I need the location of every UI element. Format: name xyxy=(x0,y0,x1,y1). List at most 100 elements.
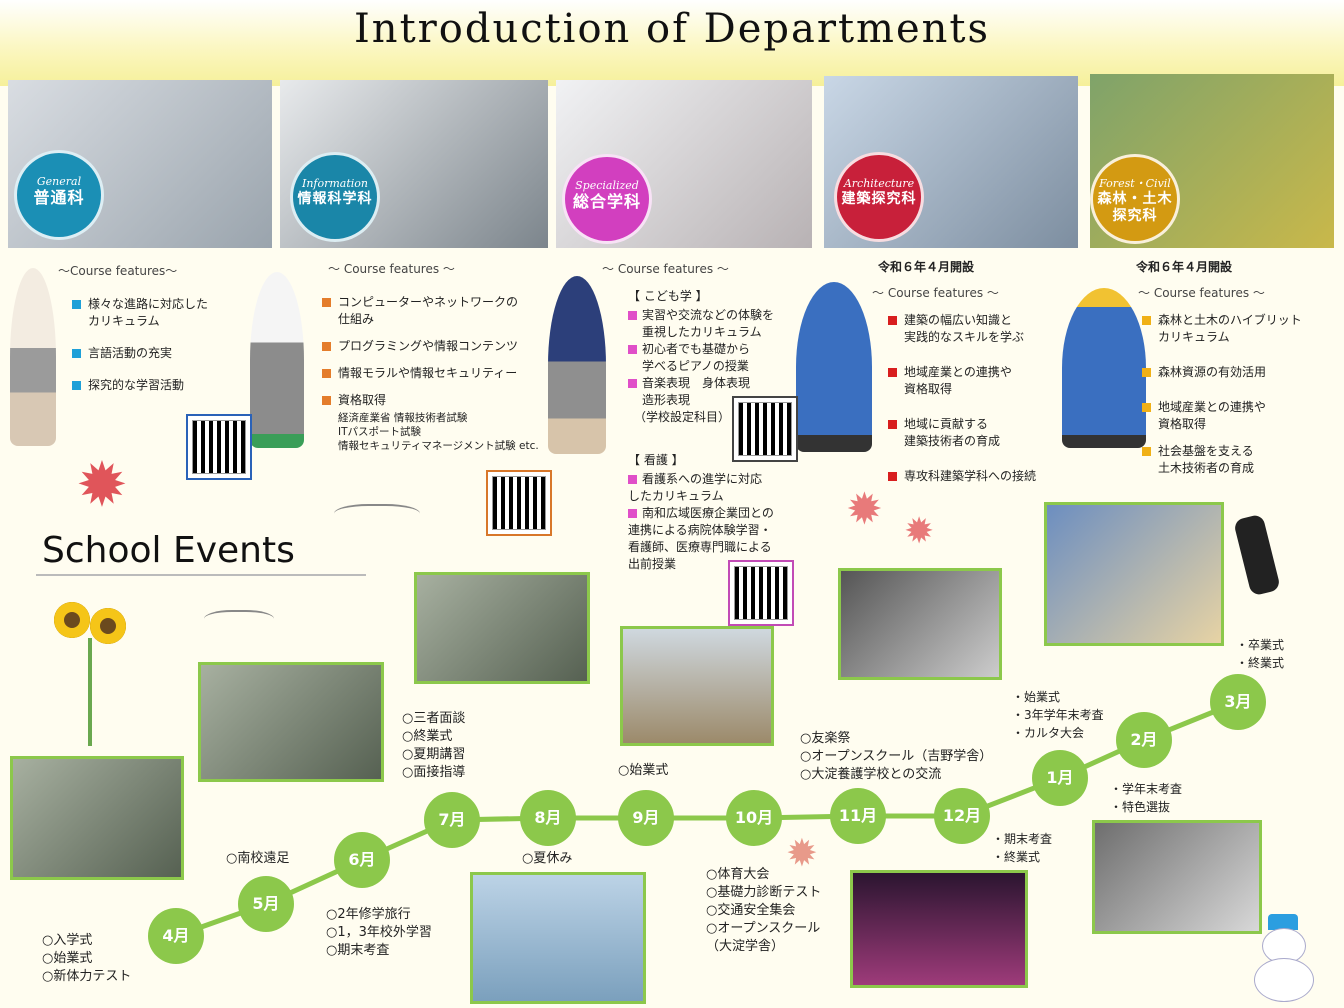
features-title-general: ～Course features～ xyxy=(58,264,178,278)
feature-item: 言語活動の充実 xyxy=(72,345,242,362)
sunflower-head-icon xyxy=(90,608,126,644)
sunflower-head-icon xyxy=(54,602,90,638)
feature-text: 実習や交流などの体験を 重視したカリキュラム xyxy=(642,308,775,339)
feature-item: 森林と土木のハイブリット カリキュラム xyxy=(1142,312,1332,346)
opening-date-architecture: 令和６年４月開設 xyxy=(878,260,975,274)
features-list-nursing: 【 看護 】 看護系への進学に対応 したカリキュラム 南和広域医療企業団との 連… xyxy=(628,452,798,573)
month-node-mar: 3月 xyxy=(1210,674,1266,730)
month-node-aug: 8月 xyxy=(520,790,576,846)
feature-text: 初心者でも基礎から 学べるピアノの授業 xyxy=(642,342,751,373)
features-list-general: 様々な進路に対応した カリキュラム 言語活動の充実 探究的な学習活動 xyxy=(72,296,242,409)
month-node-sep: 9月 xyxy=(618,790,674,846)
dragonfly-icon xyxy=(334,504,420,528)
feature-item: 地域産業との連携や 資格取得 xyxy=(888,364,1068,398)
feature-text: プログラミングや情報コンテンツ xyxy=(338,339,519,353)
badge-en: Specialized xyxy=(575,179,639,192)
features-title-specialized: ～ Course features ～ xyxy=(602,262,729,276)
bullet-icon xyxy=(628,311,637,320)
snowman-body-icon xyxy=(1254,958,1314,1002)
month-node-jan: 1月 xyxy=(1032,750,1088,806)
event-photo-entrance xyxy=(10,756,184,880)
event-photo-lake xyxy=(470,872,646,1004)
features-list-information: コンピューターやネットワークの 仕組み プログラミングや情報コンテンツ 情報モラ… xyxy=(322,294,542,453)
feature-text: 森林と土木のハイブリット カリキュラム xyxy=(1158,313,1302,344)
feature-item: 実習や交流などの体験を 重視したカリキュラム xyxy=(628,307,798,341)
event-photo-karuta xyxy=(838,568,1002,680)
events-sep: ○始業式 xyxy=(618,763,669,778)
section-note: （学校設定科目） xyxy=(634,410,731,424)
events-jan: ・始業式 ・3年学年末考査 ・カルタ大会 xyxy=(1012,690,1104,740)
badge-information: Information 情報科学科 xyxy=(290,152,380,242)
month-node-apr: 4月 xyxy=(148,908,204,964)
qr-code-general[interactable] xyxy=(186,414,252,480)
qr-code-nursing[interactable] xyxy=(728,560,794,626)
event-photo-festival xyxy=(850,870,1028,988)
feature-text: 看護系への進学に対応 したカリキュラム xyxy=(628,472,763,503)
bullet-icon xyxy=(1142,403,1151,412)
events-apr: ○入学式 ○始業式 ○新体力テスト xyxy=(42,933,132,984)
bullet-icon xyxy=(888,316,897,325)
maple-leaf-icon: ✹ xyxy=(904,511,935,552)
feature-text: 南和広域医療企業団との 連携による病院体験学習・ 看護師、医療専門職による 出前… xyxy=(628,506,774,571)
feature-item: 看護系への進学に対応 したカリキュラム xyxy=(628,471,798,505)
events-mar: ・卒業式 ・終業式 xyxy=(1236,638,1285,670)
feature-text: 資格取得 xyxy=(338,393,387,407)
month-node-may: 5月 xyxy=(238,876,294,932)
feature-text: コンピューターやネットワークの 仕組み xyxy=(338,295,519,326)
features-list-specialized: 【 こども学 】 実習や交流などの体験を 重視したカリキュラム 初心者でも基礎か… xyxy=(628,288,798,426)
features-title-architecture: ～ Course features ～ xyxy=(872,286,999,300)
feature-item: 建築の幅広い知識と 実践的なスキルを学ぶ xyxy=(888,312,1068,346)
badge-architecture: Architecture 建築探究科 xyxy=(834,152,924,242)
sunflower-stem-icon xyxy=(88,638,92,746)
feature-text: 地域に貢献する 建築技術者の育成 xyxy=(904,417,1001,448)
header-band xyxy=(0,0,1344,86)
feature-item: コンピューターやネットワークの 仕組み xyxy=(322,294,542,328)
section-heading: 【 こども学 】 xyxy=(628,289,708,303)
feature-text: 社会基盤を支える 土木技術者の育成 xyxy=(1158,444,1255,475)
badge-forest: Forest・Civil 森林・土木 探究科 xyxy=(1090,154,1180,244)
feature-item: 音楽表現 身体表現 造形表現 xyxy=(628,375,798,409)
qr-code-kodomo[interactable] xyxy=(732,396,798,462)
feature-item: 探究的な学習活動 xyxy=(72,377,242,394)
badge-ja: 森林・土木 探究科 xyxy=(1097,191,1173,224)
badge-ja: 建築探究科 xyxy=(841,191,917,207)
feature-text: 言語活動の充実 xyxy=(88,346,173,360)
qr-code-icon xyxy=(734,566,788,620)
feature-item: 専攻科建築学科への接続 xyxy=(888,468,1068,485)
events-jul: ○三者面談 ○終業式 ○夏期講習 ○面接指導 xyxy=(402,711,466,780)
bullet-icon xyxy=(628,509,637,518)
badge-specialized: Specialized 総合学科 xyxy=(562,154,652,244)
bullet-icon xyxy=(322,369,331,378)
month-node-oct: 10月 xyxy=(726,790,782,846)
events-nov: ○友楽祭 ○オープンスクール（吉野学舎） ○大淀養護学校との交流 xyxy=(800,731,993,782)
bullet-icon xyxy=(1142,316,1151,325)
month-node-jun: 6月 xyxy=(334,832,390,888)
month-node-feb: 2月 xyxy=(1116,712,1172,768)
feature-text: 地域産業との連携や 資格取得 xyxy=(1158,400,1266,431)
bullet-icon xyxy=(322,342,331,351)
student-figure-icon xyxy=(250,272,304,448)
bullet-icon xyxy=(628,379,637,388)
events-title-underline xyxy=(36,574,366,576)
month-node-jul: 7月 xyxy=(424,792,480,848)
student-figure-icon xyxy=(796,282,872,452)
badge-en: Architecture xyxy=(843,177,915,190)
features-title-information: ～ Course features ～ xyxy=(328,262,455,276)
qr-code-information[interactable] xyxy=(486,470,552,536)
event-photo-sports xyxy=(620,626,774,746)
qr-code-icon xyxy=(192,420,246,474)
maple-leaf-icon: ✹ xyxy=(786,831,818,875)
badge-general: General 普通科 xyxy=(14,150,104,240)
badge-en: General xyxy=(36,175,82,188)
section-heading: 【 看護 】 xyxy=(628,453,684,467)
dragonfly-icon xyxy=(204,610,274,632)
event-photo-river xyxy=(414,572,590,684)
bullet-icon xyxy=(72,381,81,390)
bullet-icon xyxy=(888,420,897,429)
badge-ja: 情報科学科 xyxy=(297,191,373,207)
feature-item: 地域に貢献する 建築技術者の育成 xyxy=(888,416,1068,450)
bullet-icon xyxy=(888,472,897,481)
feature-text: 音楽表現 身体表現 造形表現 xyxy=(642,376,751,407)
snowman-hat-icon xyxy=(1268,914,1298,930)
